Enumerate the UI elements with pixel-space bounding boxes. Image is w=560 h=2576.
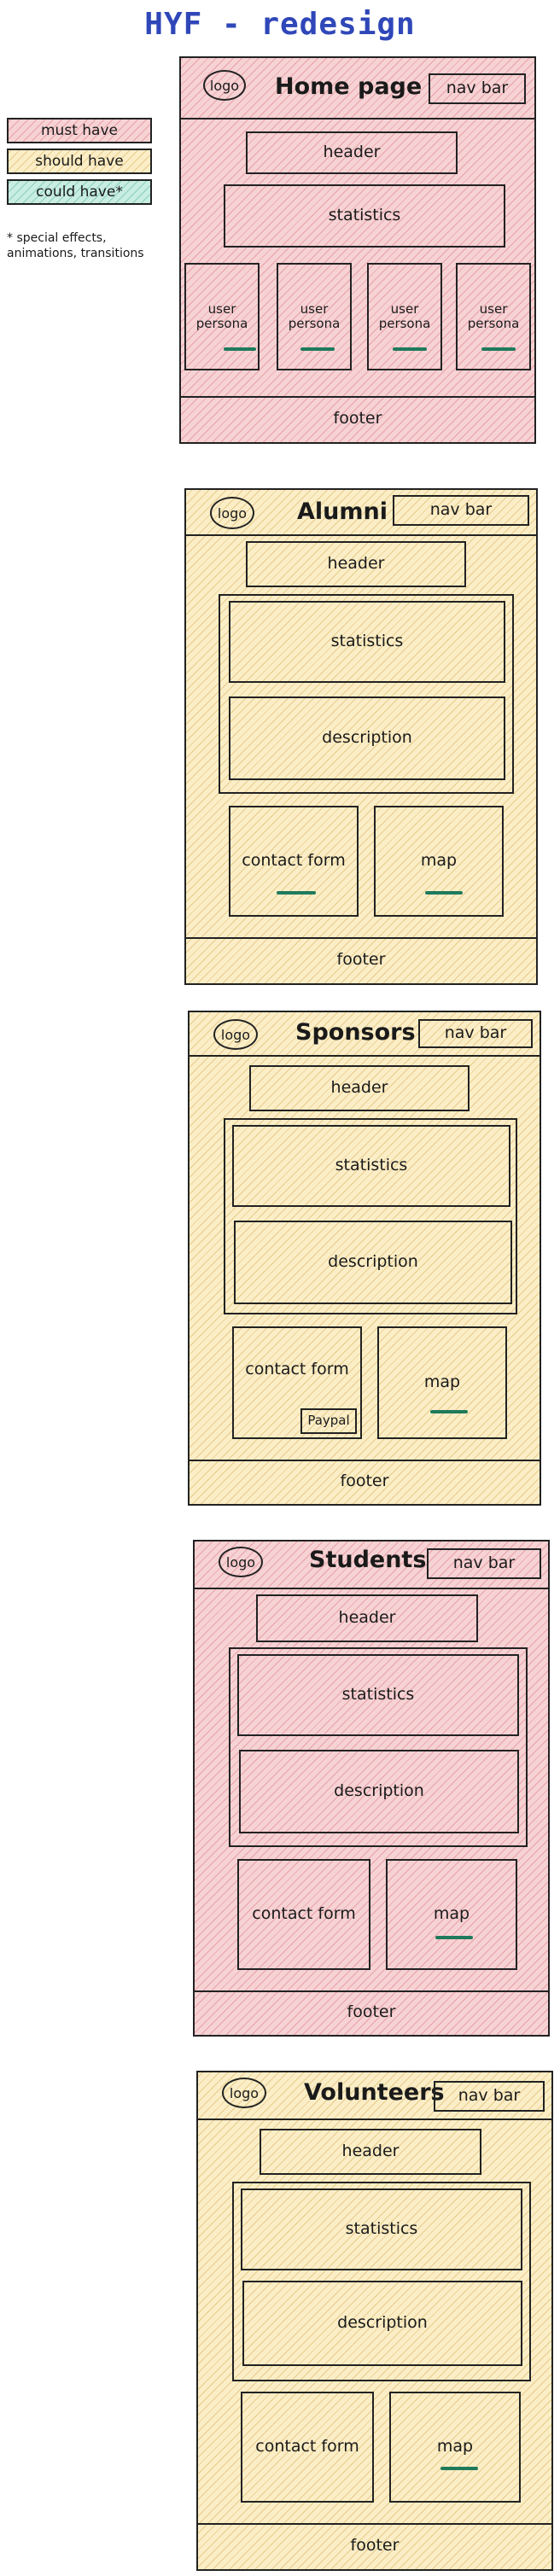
sponsors-map: map <box>377 1326 507 1439</box>
home-logo: logo <box>203 70 246 101</box>
students-description: description <box>239 1750 519 1833</box>
sponsors-content-group <box>224 1118 517 1314</box>
sponsors-paypal-button: Paypal <box>300 1408 357 1434</box>
volunteers-page-title: Volunteers <box>304 2079 445 2106</box>
home-user-persona-1: user persona <box>184 263 260 370</box>
volunteers-description: description <box>242 2281 522 2366</box>
sponsors-contact-form: contact form <box>232 1326 362 1439</box>
alumni-page-title: Alumni <box>297 498 388 525</box>
students-header: header <box>256 1594 478 1642</box>
legend-must-have: must have <box>7 118 152 143</box>
persona-label: user persona <box>195 300 248 331</box>
persona-3-underline <box>393 347 427 351</box>
home-topbar-divider <box>181 118 534 119</box>
volunteers-statistics: statistics <box>241 2188 522 2270</box>
home-statistics: statistics <box>224 184 505 248</box>
volunteers-page-wireframe: logo Volunteers nav bar header statistic… <box>196 2071 553 2571</box>
volunteers-map-underline <box>440 2467 478 2470</box>
students-map: map <box>386 1859 517 1970</box>
volunteers-topbar-divider <box>198 2118 551 2120</box>
students-topbar-divider <box>195 1588 548 1589</box>
legend-footnote: * special effects, animations, transitio… <box>7 231 144 260</box>
students-page-wireframe: logo Students nav bar header statistics … <box>193 1540 550 2037</box>
students-statistics: statistics <box>237 1654 519 1736</box>
students-nav-bar: nav bar <box>427 1548 541 1579</box>
students-footer-divider <box>195 1990 548 1992</box>
volunteers-contact-form: contact form <box>241 2392 374 2503</box>
home-page-wireframe: logo Home page nav bar header statistics… <box>179 56 536 444</box>
home-nav-bar: nav bar <box>429 73 526 104</box>
sponsors-contact-label: contact form <box>245 1360 349 1378</box>
sponsors-header: header <box>249 1065 470 1111</box>
persona-label: user persona <box>467 300 520 331</box>
sponsors-map-underline <box>430 1410 468 1413</box>
sponsors-description: description <box>234 1221 512 1304</box>
persona-4-underline <box>481 347 516 351</box>
alumni-footer-divider <box>186 937 536 939</box>
alumni-map: map <box>374 806 504 917</box>
home-footer-divider <box>181 396 534 398</box>
students-contact-form: contact form <box>237 1859 370 1970</box>
alumni-header: header <box>246 541 466 587</box>
alumni-topbar-divider <box>186 534 536 536</box>
volunteers-footer: footer <box>350 2536 400 2556</box>
sponsors-logo: logo <box>213 1019 258 1050</box>
alumni-statistics: statistics <box>229 601 505 683</box>
sponsors-page-title: Sponsors <box>295 1019 416 1046</box>
students-logo: logo <box>219 1547 263 1577</box>
home-footer: footer <box>333 409 382 428</box>
alumni-map-underline <box>425 891 463 895</box>
persona-2-underline <box>300 347 335 351</box>
volunteers-content-group <box>232 2182 531 2381</box>
students-page-title: Students <box>309 1547 427 1573</box>
sponsors-topbar-divider <box>190 1055 540 1057</box>
home-page-title: Home page <box>275 73 423 100</box>
alumni-contact-form: contact form <box>229 806 359 917</box>
volunteers-header: header <box>260 2129 481 2175</box>
volunteers-map: map <box>389 2392 521 2503</box>
alumni-logo: logo <box>210 497 254 529</box>
volunteers-logo: logo <box>222 2078 266 2108</box>
alumni-description: description <box>229 696 505 780</box>
alumni-page-wireframe: logo Alumni nav bar header statistics de… <box>184 488 538 985</box>
home-user-persona-4: user persona <box>456 263 531 370</box>
legend-could-have: could have* <box>7 179 152 205</box>
alumni-nav-bar: nav bar <box>393 495 529 526</box>
persona-label: user persona <box>378 300 431 331</box>
volunteers-nav-bar: nav bar <box>434 2081 545 2112</box>
sponsors-page-wireframe: logo Sponsors nav bar header statistics … <box>188 1011 541 1506</box>
sponsors-footer: footer <box>340 1472 389 1491</box>
alumni-content-group <box>219 594 514 794</box>
legend-should-have: should have <box>7 149 152 174</box>
students-footer: footer <box>347 2002 396 2022</box>
sponsors-statistics: statistics <box>232 1125 510 1207</box>
home-user-persona-2: user persona <box>277 263 352 370</box>
alumni-contact-underline <box>277 891 316 895</box>
volunteers-footer-divider <box>198 2523 551 2525</box>
alumni-footer: footer <box>336 950 386 970</box>
students-map-underline <box>435 1936 473 1939</box>
sponsors-footer-divider <box>190 1460 540 1461</box>
persona-label: user persona <box>288 300 341 331</box>
home-user-persona-3: user persona <box>367 263 442 370</box>
sponsors-nav-bar: nav bar <box>418 1019 533 1048</box>
persona-1-underline <box>224 347 256 351</box>
home-header: header <box>246 131 458 174</box>
students-content-group <box>229 1647 528 1847</box>
diagram-title: HYF - redesign <box>144 7 416 42</box>
